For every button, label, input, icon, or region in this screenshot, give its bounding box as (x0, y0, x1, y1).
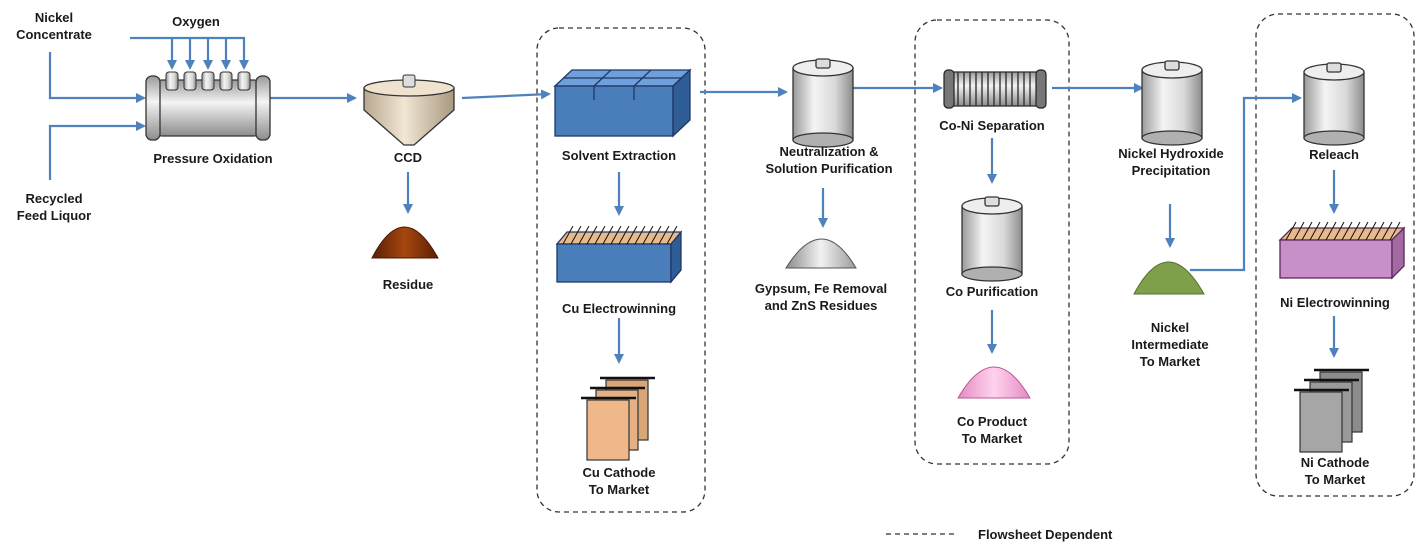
label-nickel-concentrate: Nickel Concentrate (16, 10, 92, 42)
cu-electrowinning-cell (555, 225, 683, 284)
co-ni-separation-unit (943, 69, 1047, 109)
releach-tank (1303, 62, 1365, 146)
arrow-intermediate-to-releach (1190, 93, 1302, 272)
label-recycled-feed-liquor: Recycled Feed Liquor (16, 191, 92, 223)
label-ccd: CCD (393, 150, 423, 165)
nickel-intermediate-pile (1133, 261, 1205, 295)
flow-arrows (48, 36, 1339, 364)
label-nickel-hydroxide: Nickel Hydroxide Precipitation (1118, 146, 1224, 178)
label-co-purification: Co Purification (945, 284, 1039, 299)
nickel-hydroxide-tank (1141, 60, 1203, 146)
co-purification-tank (961, 196, 1023, 282)
label-cu-electrowinning: Cu Electrowinning (561, 301, 677, 316)
label-ni-cathode: Ni Cathode To Market (1300, 455, 1370, 487)
label-cu-cathode: Cu Cathode To Market (582, 465, 656, 497)
label-oxygen: Oxygen (172, 14, 220, 29)
solvent-extraction-unit (553, 68, 692, 138)
label-co-product: Co Product To Market (956, 414, 1028, 446)
neutralization-tank (792, 58, 854, 148)
label-neutralization: Neutralization & Solution Purification (765, 144, 893, 176)
arrow-nickel-concentrate (48, 52, 146, 103)
label-gypsum: Gypsum, Fe Removal and ZnS Residues (754, 281, 888, 313)
label-releach: Releach (1309, 147, 1359, 162)
group-box-copper (536, 27, 706, 513)
co-product-pile (957, 366, 1031, 399)
label-pressure-oxidation: Pressure Oxidation (153, 151, 273, 166)
group-box-nickel (1255, 13, 1415, 497)
gypsum-residue-pile (785, 238, 857, 269)
ccd-thickener (363, 74, 455, 146)
arrow-ccd-to-sx (461, 89, 551, 100)
ni-cathode-plates (1294, 368, 1369, 453)
legend-label: Flowsheet Dependent (978, 527, 1113, 542)
residue-pile (371, 226, 439, 259)
label-nickel-intermediate: Nickel Intermediate To Market (1131, 320, 1209, 369)
cu-cathode-plates (581, 376, 655, 461)
label-solvent-extraction: Solvent Extraction (561, 148, 677, 163)
pressure-oxidation-autoclave (145, 71, 271, 141)
label-co-ni-separation: Co-Ni Separation (939, 118, 1045, 133)
label-residue: Residue (382, 277, 434, 292)
group-box-cobalt (914, 19, 1070, 465)
label-ni-electrowinning: Ni Electrowinning (1280, 295, 1390, 310)
ni-electrowinning-cell (1278, 221, 1406, 280)
arrow-recycled-liquor (48, 121, 146, 180)
